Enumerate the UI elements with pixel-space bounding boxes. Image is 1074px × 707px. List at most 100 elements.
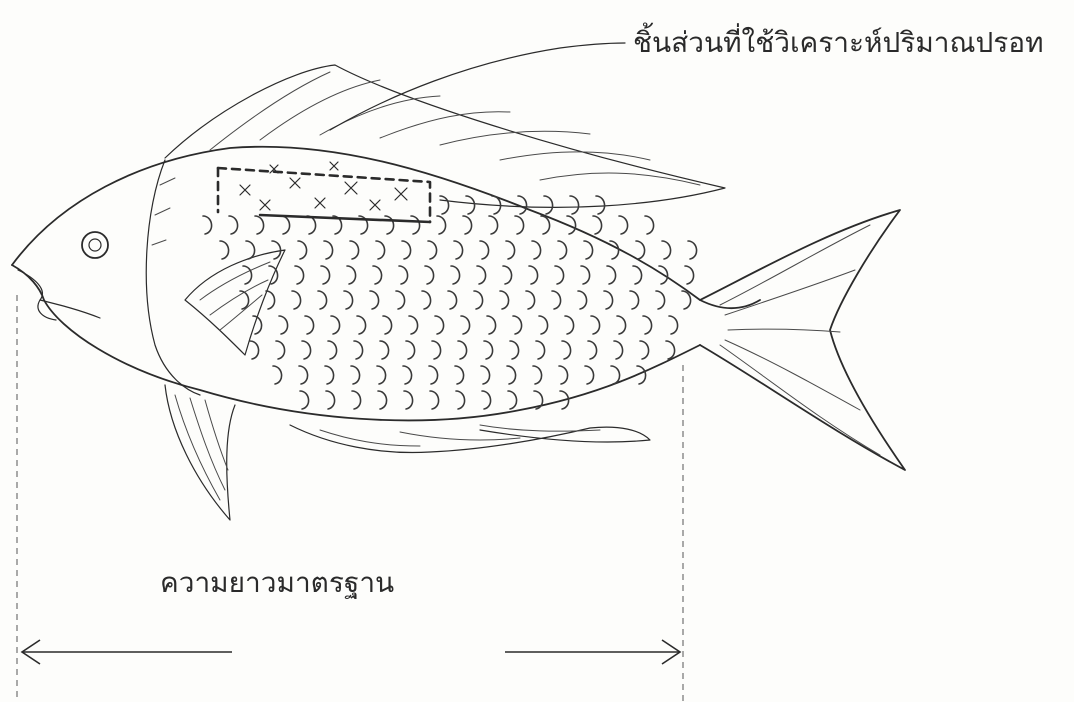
scale-mark — [688, 241, 697, 259]
scale-mark — [331, 316, 340, 334]
scale-mark — [448, 291, 457, 309]
scale-mark — [454, 241, 463, 259]
scale-mark — [455, 366, 464, 384]
scale-mark — [506, 241, 515, 259]
scale-mark — [402, 241, 411, 259]
scale-mark — [250, 341, 259, 359]
scale-mark — [324, 241, 333, 259]
scale-mark — [422, 291, 431, 309]
scale-mark — [437, 216, 446, 234]
scale-mark — [266, 291, 275, 309]
scale-mark — [409, 316, 418, 334]
scale-mark — [429, 366, 438, 384]
scale-mark — [376, 241, 385, 259]
scale-mark — [584, 241, 593, 259]
scale-mark — [640, 341, 649, 359]
scale-mark — [352, 391, 361, 409]
scale-mark — [318, 291, 327, 309]
scale-mark — [428, 241, 437, 259]
scale-mark — [351, 366, 360, 384]
scale-mark — [510, 341, 519, 359]
scale-mark — [610, 241, 619, 259]
scale-mark — [666, 341, 675, 359]
scale-mark — [307, 216, 316, 234]
scale-mark — [515, 216, 524, 234]
scale-mark — [328, 341, 337, 359]
scale-mark — [203, 216, 212, 234]
scale-mark — [430, 391, 439, 409]
fish-scales — [203, 196, 697, 409]
scale-mark — [305, 316, 314, 334]
scale-mark — [302, 341, 311, 359]
scale-mark — [255, 216, 264, 234]
scale-mark — [636, 241, 645, 259]
scale-mark — [532, 241, 541, 259]
scale-mark — [685, 266, 694, 284]
scale-mark — [484, 341, 493, 359]
scale-mark — [344, 291, 353, 309]
sample-label-leader-line — [330, 43, 625, 130]
standard-length-measure — [17, 295, 683, 702]
fish-body — [12, 147, 760, 421]
scale-mark — [533, 366, 542, 384]
scale-mark — [656, 291, 665, 309]
scale-mark — [383, 316, 392, 334]
scale-mark — [536, 341, 545, 359]
scale-mark — [669, 316, 678, 334]
scale-mark — [380, 341, 389, 359]
scale-mark — [300, 391, 309, 409]
scale-mark — [243, 266, 252, 284]
scale-mark — [662, 241, 671, 259]
pelvic-fin — [165, 385, 235, 520]
scale-mark — [295, 266, 304, 284]
scale-mark — [559, 366, 568, 384]
scale-mark — [273, 366, 282, 384]
scale-mark — [411, 216, 420, 234]
scale-mark — [299, 366, 308, 384]
scale-mark — [593, 216, 602, 234]
scale-mark — [451, 266, 460, 284]
scale-mark — [347, 266, 356, 284]
scale-mark — [354, 341, 363, 359]
scale-mark — [643, 316, 652, 334]
gill-cover — [146, 160, 200, 395]
scale-mark — [325, 366, 334, 384]
scale-mark — [500, 291, 509, 309]
scale-mark — [435, 316, 444, 334]
scale-mark — [406, 341, 415, 359]
scale-mark — [570, 196, 579, 214]
scale-mark — [507, 366, 516, 384]
scale-mark — [585, 366, 594, 384]
scale-mark — [630, 291, 639, 309]
sample-area-label: ชิ้นส่วนที่ใช้วิเคราะห์ปริมาณปรอท — [633, 22, 1044, 59]
scale-mark — [558, 241, 567, 259]
scale-mark — [461, 316, 470, 334]
sample-area-box — [218, 162, 430, 222]
scale-mark — [292, 291, 301, 309]
scale-mark — [539, 316, 548, 334]
scale-mark — [220, 241, 229, 259]
scale-mark — [298, 241, 307, 259]
scale-mark — [396, 291, 405, 309]
scale-mark — [614, 341, 623, 359]
scale-mark — [645, 216, 654, 234]
scale-mark — [466, 196, 475, 214]
scale-mark — [581, 266, 590, 284]
scale-mark — [385, 216, 394, 234]
scale-mark — [562, 341, 571, 359]
scale-mark — [604, 291, 613, 309]
scale-mark — [489, 216, 498, 234]
scale-mark — [588, 341, 597, 359]
scale-mark — [529, 266, 538, 284]
scale-mark — [350, 241, 359, 259]
scale-mark — [377, 366, 386, 384]
scale-mark — [425, 266, 434, 284]
scale-mark — [617, 316, 626, 334]
scale-mark — [432, 341, 441, 359]
scale-mark — [513, 316, 522, 334]
scale-mark — [276, 341, 285, 359]
scale-mark — [565, 316, 574, 334]
caudal-fin — [700, 210, 905, 470]
scale-mark — [321, 266, 330, 284]
